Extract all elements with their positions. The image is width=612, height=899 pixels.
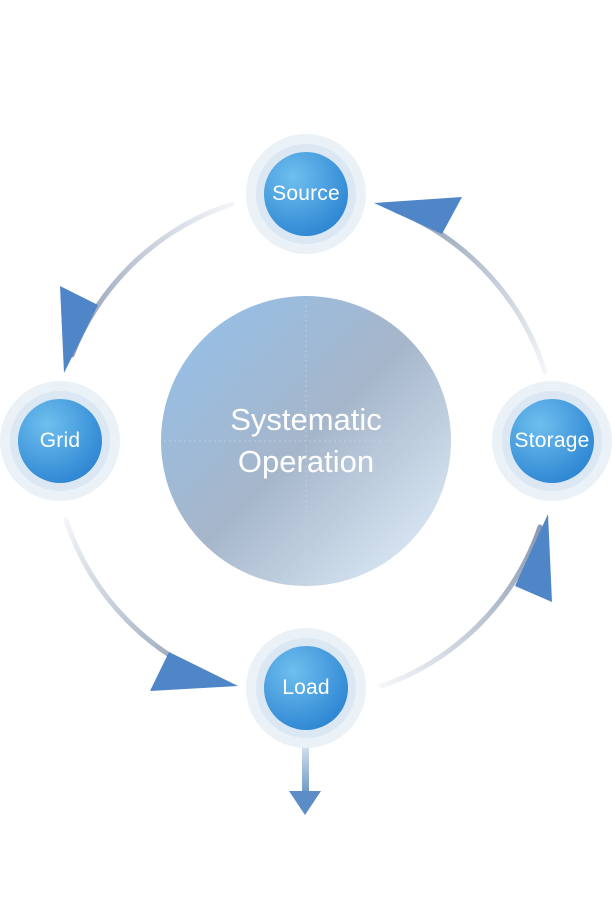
node-load (246, 628, 366, 748)
arc-storage-to-source (392, 207, 548, 375)
node-source-label: Source (272, 182, 340, 205)
arc-source-to-grid (69, 201, 235, 358)
node-grid-label: Grid (39, 429, 81, 452)
arc-grid-to-load (63, 517, 229, 686)
center-title-line1: Systematic (230, 402, 382, 437)
node-grid (0, 381, 120, 501)
center-title: Systematic Operation (230, 399, 382, 483)
arrowhead-grid (60, 286, 98, 373)
arrowhead-source (374, 197, 462, 234)
node-storage (492, 381, 612, 501)
node-storage-label: Storage (514, 429, 590, 452)
node-load-label: Load (282, 676, 330, 699)
down-arrow-shaft (302, 744, 309, 794)
center-title-line2: Operation (237, 444, 375, 479)
node-source (246, 134, 366, 254)
arc-load-to-storage (379, 524, 543, 689)
arrowhead-load (150, 652, 238, 691)
down-arrowhead (289, 791, 321, 815)
arrowhead-storage (515, 514, 552, 602)
